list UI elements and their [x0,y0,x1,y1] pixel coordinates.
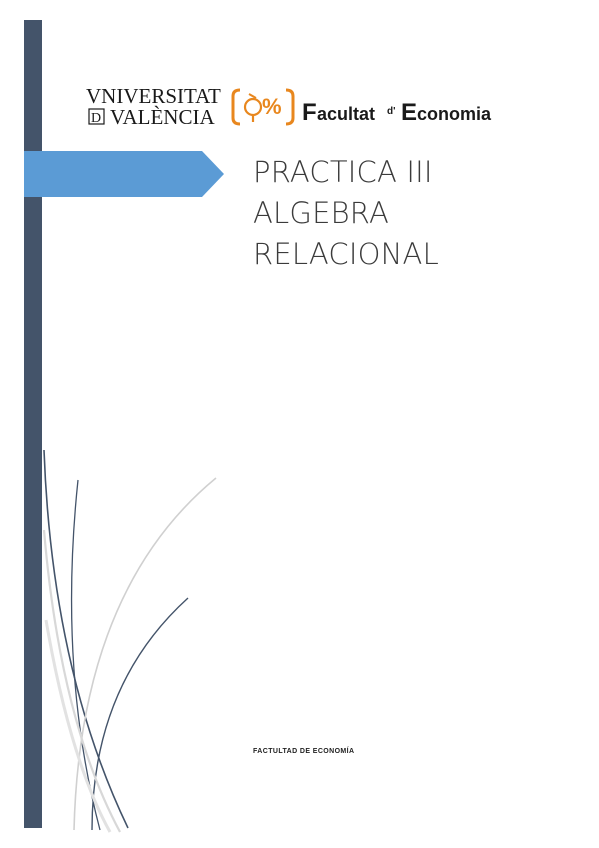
decorative-curves [42,449,217,833]
document-title: PRACTICA III ALGEBRA RELACIONAL [253,152,583,275]
svg-text:D: D [91,111,101,126]
title-line-3: RELACIONAL [253,237,439,271]
faculty-symbol-icon: % [231,88,295,126]
logo-faculty-name: F acultat d' E conomia [302,99,492,126]
logo-university-line2: VALÈNCIA [110,105,215,129]
logo-university-line1: VNIVERSITAT [86,84,221,108]
svg-text:d': d' [387,106,396,117]
logo-d-mark: D [88,108,105,126]
svg-text:acultat: acultat [317,104,375,124]
title-line-2: ALGEBRA [253,196,389,230]
footer-faculty-name: FACTULTAD DE ECONOMÍA [253,748,355,755]
university-faculty-logo: VNIVERSITAT D VALÈNCIA % F acultat d' E … [86,84,506,130]
title-line-1: PRACTICA III [253,155,433,189]
svg-text:%: % [262,94,282,119]
side-bar [24,20,42,828]
title-arrow-shape [24,151,224,197]
svg-text:F: F [302,99,317,126]
svg-text:conomia: conomia [417,104,492,124]
svg-text:E: E [401,99,417,126]
